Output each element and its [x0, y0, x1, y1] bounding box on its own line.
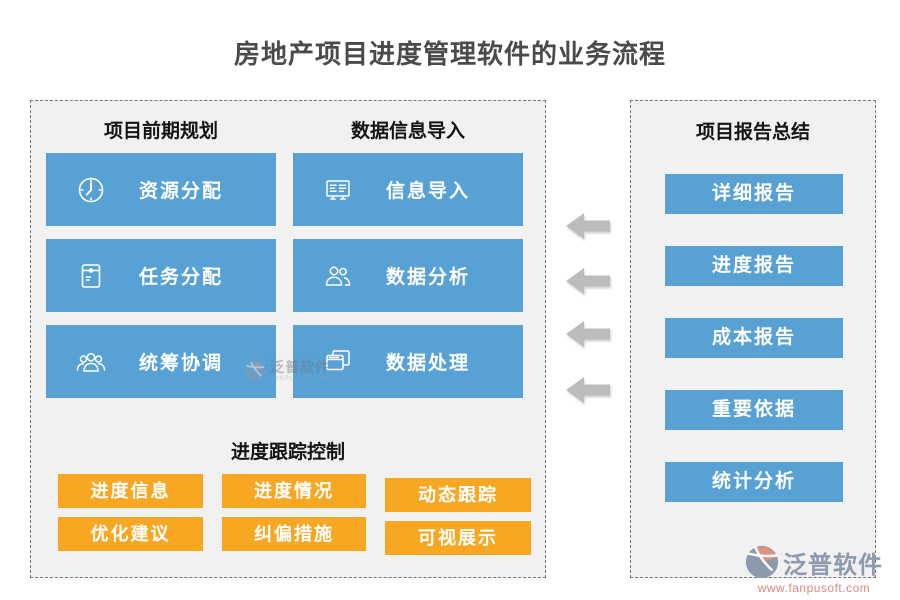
- report-item-cost-report: 成本报告: [665, 318, 843, 358]
- tracking-chip-visual-display: 可视展示: [385, 521, 531, 555]
- node-data-analysis: 数据分析: [293, 239, 523, 312]
- fanpu-logo-icon: [745, 545, 779, 579]
- tracking-chip-dynamic-tracking: 动态跟踪: [385, 478, 531, 512]
- node-overall-coordination: 统筹协调: [46, 325, 276, 398]
- stacked-windows-icon: [321, 345, 355, 379]
- clock-icon: [74, 173, 108, 207]
- node-label: 数据分析: [385, 267, 470, 288]
- tracking-chip-progress-info: 进度信息: [58, 474, 203, 508]
- node-label: 任务分配: [138, 267, 223, 288]
- tracking-section-header: 进度跟踪控制: [230, 442, 345, 463]
- left-arrow-icon: [566, 377, 610, 403]
- node-info-import: 信息导入: [293, 153, 523, 226]
- people-group-icon: [74, 345, 108, 379]
- node-label: 数据处理: [385, 353, 470, 374]
- watermark-text: 泛普软件: [270, 359, 330, 375]
- report-panel-header: 项目报告总结: [695, 122, 810, 143]
- fanpu-logo-url: www.fanpusoft.com: [757, 581, 871, 595]
- info-board-icon: [321, 173, 355, 207]
- fanpu-logo-text: 泛普软件: [783, 551, 883, 579]
- column-header-data-import: 数据信息导入: [350, 121, 465, 142]
- node-resource-allocation: 资源分配: [46, 153, 276, 226]
- left-arrow-icon: [566, 213, 610, 239]
- node-label: 资源分配: [138, 181, 223, 202]
- left-arrow-icon: [566, 321, 610, 347]
- watermark-subtext: FANPU SOFTWARE: [270, 376, 340, 382]
- node-task-allocation: 任务分配: [46, 239, 276, 312]
- tracking-chip-optimization-advice: 优化建议: [58, 517, 203, 551]
- report-item-statistical-analysis: 统计分析: [665, 462, 843, 502]
- watermark: 泛普软件 FANPU SOFTWARE: [244, 360, 339, 382]
- report-item-progress-report: 进度报告: [665, 246, 843, 286]
- column-header-preliminary-planning: 项目前期规划: [103, 121, 218, 142]
- document-wallet-icon: [74, 259, 108, 293]
- page-title: 房地产项目进度管理软件的业务流程: [233, 39, 666, 69]
- left-arrow-icon: [566, 268, 610, 294]
- tracking-chip-progress-status: 进度情况: [222, 474, 366, 508]
- report-panel: 项目报告总结 详细报告 进度报告 成本报告 重要依据 统计分析: [630, 100, 876, 578]
- fanpu-logo: 泛普软件 www.fanpusoft.com: [744, 544, 884, 595]
- node-label: 统筹协调: [138, 353, 223, 374]
- report-item-detailed-report: 详细报告: [665, 174, 843, 214]
- two-users-icon: [321, 259, 355, 293]
- report-item-important-basis: 重要依据: [665, 390, 843, 430]
- node-label: 信息导入: [385, 181, 470, 202]
- fanpu-watermark-icon: [245, 361, 265, 381]
- tracking-chip-correction-measures: 纠偏措施: [222, 517, 366, 551]
- node-data-processing: 数据处理: [293, 325, 523, 398]
